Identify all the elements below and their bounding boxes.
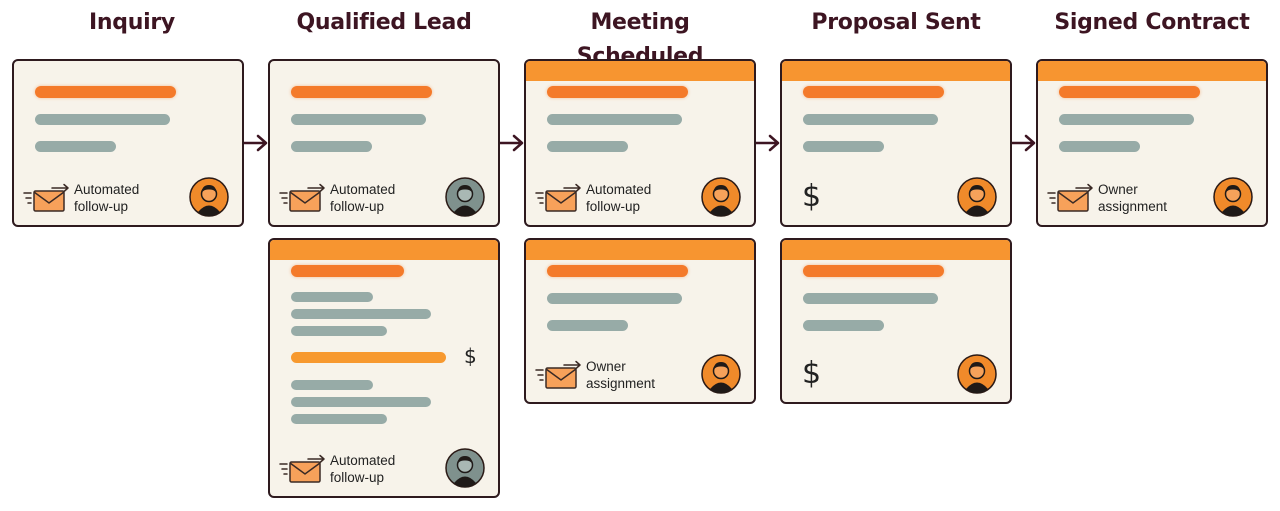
card-detail-bar <box>291 309 431 319</box>
card-detail-bar <box>291 414 387 424</box>
mail-fast-icon <box>279 454 325 483</box>
card-detail-bar <box>547 293 682 304</box>
deal-amount-icon: $ <box>802 356 822 391</box>
card-detail-bar <box>291 292 373 302</box>
person-avatar-icon[interactable] <box>189 177 229 217</box>
card-title-bar <box>547 86 688 98</box>
card-detail-bar <box>547 114 682 125</box>
mail-fast-icon <box>279 183 325 212</box>
card-title-bar <box>291 265 404 277</box>
card-detail-bar <box>803 320 884 331</box>
card-title-bar <box>547 265 688 277</box>
lead-card-meeting-scheduled-owner[interactable]: Owner assignment <box>524 238 756 404</box>
mail-fast-icon <box>535 183 581 212</box>
card-footer-label: Automated follow-up <box>330 182 396 214</box>
card-detail-bar <box>803 141 884 152</box>
person-avatar-icon[interactable] <box>957 354 997 394</box>
person-avatar-icon[interactable] <box>1213 177 1253 217</box>
lead-card-proposal-sent-2[interactable]: $ <box>780 238 1012 404</box>
card-detail-bar <box>1059 114 1194 125</box>
mail-fast-icon <box>1047 183 1093 212</box>
card-title-bar <box>291 86 432 98</box>
person-avatar-icon[interactable] <box>957 177 997 217</box>
card-title-bar <box>35 86 176 98</box>
card-detail-bar <box>35 114 170 125</box>
card-footer-label: Owner assignment <box>1098 182 1168 214</box>
lead-card-signed-contract[interactable]: Owner assignment <box>1036 59 1268 227</box>
lead-card-qualified-lead-detail[interactable]: $ Automated follow-up <box>268 238 500 498</box>
stage-title-qualified-lead: Qualified Lead <box>296 10 472 35</box>
person-avatar-icon[interactable] <box>445 177 485 217</box>
arrow-right-icon <box>499 134 524 152</box>
person-avatar-icon[interactable] <box>445 448 485 488</box>
card-detail-bar <box>547 141 628 152</box>
card-footer-label: Automated follow-up <box>330 453 396 485</box>
card-title-bar <box>803 265 944 277</box>
card-detail-bar <box>291 397 431 407</box>
card-title-bar <box>803 86 944 98</box>
mail-fast-icon <box>535 360 581 389</box>
lead-card-meeting-scheduled[interactable]: Automated follow-up <box>524 59 756 227</box>
deal-amount-icon: $ <box>802 179 822 214</box>
card-detail-bar <box>291 114 426 125</box>
stage-title-inquiry: Inquiry <box>89 10 175 35</box>
card-detail-bar <box>35 141 116 152</box>
stage-title-signed-contract: Signed Contract <box>1054 10 1250 35</box>
person-avatar-icon[interactable] <box>701 354 741 394</box>
card-highlight-bar <box>291 352 446 363</box>
card-detail-bar <box>803 293 938 304</box>
card-title-bar <box>1059 86 1200 98</box>
card-footer-label: Owner assignment <box>586 359 656 391</box>
mail-fast-icon <box>23 183 69 212</box>
card-detail-bar <box>291 141 372 152</box>
card-detail-bar <box>1059 141 1140 152</box>
card-footer-label: Automated follow-up <box>74 182 140 214</box>
lead-card-qualified-lead[interactable]: Automated follow-up <box>268 59 500 227</box>
card-detail-bar <box>291 326 387 336</box>
card-detail-bar <box>291 380 373 390</box>
arrow-right-icon <box>755 134 780 152</box>
card-detail-bar <box>803 114 938 125</box>
card-detail-bar <box>547 320 628 331</box>
arrow-right-icon <box>1011 134 1036 152</box>
arrow-right-icon <box>243 134 268 152</box>
lead-card-proposal-sent[interactable]: $ <box>780 59 1012 227</box>
deal-amount-icon: $ <box>464 344 477 368</box>
lead-card-inquiry[interactable]: Automated follow-up <box>12 59 244 227</box>
stage-title-proposal-sent: Proposal Sent <box>811 10 981 35</box>
person-avatar-icon[interactable] <box>701 177 741 217</box>
card-footer-label: Automated follow-up <box>586 182 652 214</box>
